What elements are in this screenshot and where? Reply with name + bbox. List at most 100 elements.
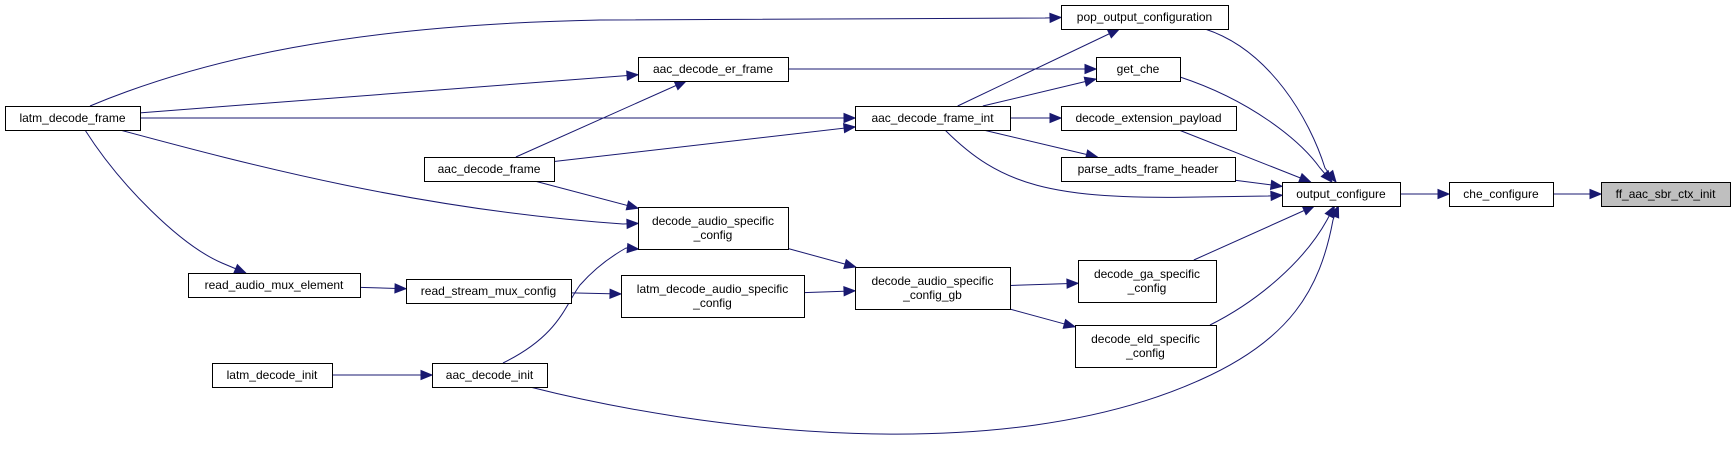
- arrowhead-icon: [673, 80, 688, 91]
- arrowhead-icon: [1049, 112, 1063, 124]
- arrowhead-icon: [1329, 204, 1340, 219]
- function-nodes: latm_decode_frameread_audio_mux_elementl…: [5, 5, 1731, 388]
- call-edges: [84, 12, 1603, 435]
- arrowhead-icon: [1066, 278, 1080, 289]
- node-label: latm_decode_init: [227, 368, 318, 382]
- edge-read_audio_mux_element-to-read_stream_mux_config: [359, 283, 408, 294]
- edge-latm_decode_frame-to-aac_decode_frame_int: [140, 112, 857, 124]
- node-aac-decode-frame-int[interactable]: aac_decode_frame_int: [855, 106, 1011, 131]
- node-label: aac_decode_init: [446, 368, 534, 382]
- arrowhead-icon: [394, 283, 408, 294]
- arrowhead-icon: [420, 369, 434, 381]
- arrowhead-icon: [1083, 76, 1098, 87]
- edge-latm_decode_frame-to-read_audio_mux_element: [84, 129, 248, 274]
- edge-latm_decode_audio_specific_config-to-decode_audio_specific_config_gb: [803, 285, 857, 297]
- node-label: latm_decode_audio_specific: [637, 282, 788, 296]
- node-label: decode_audio_specific: [652, 214, 774, 228]
- node-label: _config: [1127, 281, 1167, 295]
- node-label: read_stream_mux_config: [421, 284, 556, 298]
- edge-read_stream_mux_config-to-latm_decode_audio_specific_config: [570, 288, 623, 299]
- node-pop-output-configuration[interactable]: pop_output_configuration: [1061, 5, 1229, 30]
- node-output-configure[interactable]: output_configure: [1282, 182, 1401, 207]
- node-label: che_configure: [1463, 187, 1539, 201]
- node-label: decode_eld_specific: [1091, 332, 1200, 346]
- node-label: _config_gb: [902, 288, 962, 302]
- edge-output_configure-to-che_configure: [1400, 188, 1451, 200]
- node-che-configure[interactable]: che_configure: [1449, 182, 1554, 207]
- edge-che_configure-to-ff_aac_sbr_ctx_init: [1553, 188, 1603, 200]
- node-decode-audio-specific-config[interactable]: decode_audio_specific_config: [638, 207, 789, 250]
- node-read-audio-mux-element[interactable]: read_audio_mux_element: [188, 273, 361, 298]
- node-aac-decode-init[interactable]: aac_decode_init: [432, 363, 548, 388]
- node-label: ff_aac_sbr_ctx_init: [1616, 187, 1717, 201]
- arrowhead-icon: [625, 200, 640, 211]
- arrowhead-icon: [1320, 169, 1333, 184]
- arrowhead-icon: [626, 70, 640, 81]
- node-decode-extension-payload[interactable]: decode_extension_payload: [1061, 106, 1237, 131]
- node-label: pop_output_configuration: [1077, 10, 1212, 24]
- node-read-stream-mux-config[interactable]: read_stream_mux_config: [406, 279, 572, 304]
- node-decode-eld-specific-config[interactable]: decode_eld_specific_config: [1075, 325, 1217, 368]
- arrowhead-icon: [843, 285, 857, 297]
- node-aac-decode-frame[interactable]: aac_decode_frame: [424, 157, 555, 182]
- arrowhead-icon: [1437, 188, 1451, 200]
- node-label: decode_ga_specific: [1094, 267, 1200, 281]
- node-label: _config: [692, 296, 732, 310]
- edge-aac_decode_frame_int-to-pop_output_configuration: [957, 28, 1121, 107]
- node-parse-adts-frame-header[interactable]: parse_adts_frame_header: [1061, 157, 1236, 182]
- node-decode-ga-specific-config[interactable]: decode_ga_specific_config: [1078, 260, 1217, 303]
- arrowhead-icon: [843, 112, 857, 124]
- edge-decode_audio_specific_config-to-decode_audio_specific_config_gb: [787, 248, 857, 270]
- edge-aac_decode_frame_int-to-parse_adts_frame_header: [983, 129, 1099, 160]
- arrowhead-icon: [233, 263, 248, 274]
- node-label: aac_decode_frame_int: [871, 111, 994, 125]
- node-label: decode_audio_specific: [871, 274, 993, 288]
- edge-aac_decode_frame_int-to-get_che: [982, 76, 1098, 107]
- node-get-che[interactable]: get_che: [1096, 57, 1181, 82]
- node-latm-decode-init[interactable]: latm_decode_init: [212, 363, 333, 388]
- node-latm-decode-frame[interactable]: latm_decode_frame: [5, 106, 141, 131]
- node-label: aac_decode_er_frame: [653, 62, 773, 76]
- edge-aac_decode_init-to-decode_audio_specific_config: [502, 242, 640, 364]
- node-label: latm_decode_frame: [19, 111, 125, 125]
- arrowhead-icon: [1269, 179, 1284, 191]
- edge-aac_decode_init-to-output_configure: [529, 204, 1340, 435]
- arrowhead-icon: [1301, 205, 1316, 216]
- edge-aac_decode_frame-to-decode_audio_specific_config: [534, 180, 640, 211]
- edge-latm_decode_frame-to-aac_decode_er_frame: [139, 70, 640, 114]
- arrowhead-icon: [1297, 172, 1312, 183]
- arrowhead-icon: [1084, 63, 1098, 75]
- node-label: _config: [1125, 346, 1165, 360]
- node-label: parse_adts_frame_header: [1078, 162, 1219, 176]
- edge-decode_audio_specific_config_gb-to-decode_eld_specific_config: [1009, 308, 1077, 329]
- node-decode-audio-specific-config-gb[interactable]: decode_audio_specific_config_gb: [855, 267, 1011, 310]
- edge-get_che-to-output_configure: [1179, 76, 1333, 184]
- arrowhead-icon: [1589, 188, 1603, 200]
- arrowhead-icon: [843, 258, 857, 270]
- edge-aac_decode_frame-to-aac_decode_frame_int: [553, 123, 857, 163]
- node-label: aac_decode_frame: [438, 162, 541, 176]
- arrowhead-icon: [1270, 190, 1284, 202]
- node-aac-decode-er-frame[interactable]: aac_decode_er_frame: [638, 57, 789, 82]
- edge-aac_decode_er_frame-to-get_che: [788, 63, 1098, 75]
- node-label: output_configure: [1296, 187, 1386, 201]
- edge-decode_audio_specific_config_gb-to-decode_ga_specific_config: [1009, 278, 1080, 289]
- edge-aac_decode_frame_int-to-decode_extension_payload: [1010, 112, 1063, 124]
- arrowhead-icon: [842, 123, 857, 134]
- edge-latm_decode_frame-to-pop_output_configuration: [89, 12, 1063, 107]
- edge-latm_decode_frame-to-decode_audio_specific_config: [119, 129, 640, 230]
- node-latm-decode-audio-specific-config[interactable]: latm_decode_audio_specific_config: [621, 275, 805, 318]
- node-label: _config: [693, 228, 733, 242]
- node-label: read_audio_mux_element: [205, 278, 344, 292]
- arrowhead-icon: [609, 288, 623, 299]
- node-ff-aac-sbr-ctx-init[interactable]: ff_aac_sbr_ctx_init: [1601, 182, 1731, 207]
- arrowhead-icon: [1062, 318, 1077, 329]
- node-label: decode_extension_payload: [1075, 111, 1221, 125]
- arrowhead-icon: [626, 218, 640, 230]
- arrowhead-icon: [626, 242, 640, 254]
- node-label: get_che: [1117, 62, 1160, 76]
- edge-decode_eld_specific_config-to-output_configure: [1209, 204, 1336, 326]
- edge-decode_ga_specific_config-to-output_configure: [1193, 205, 1316, 261]
- edge-decode_extension_payload-to-output_configure: [1178, 129, 1312, 183]
